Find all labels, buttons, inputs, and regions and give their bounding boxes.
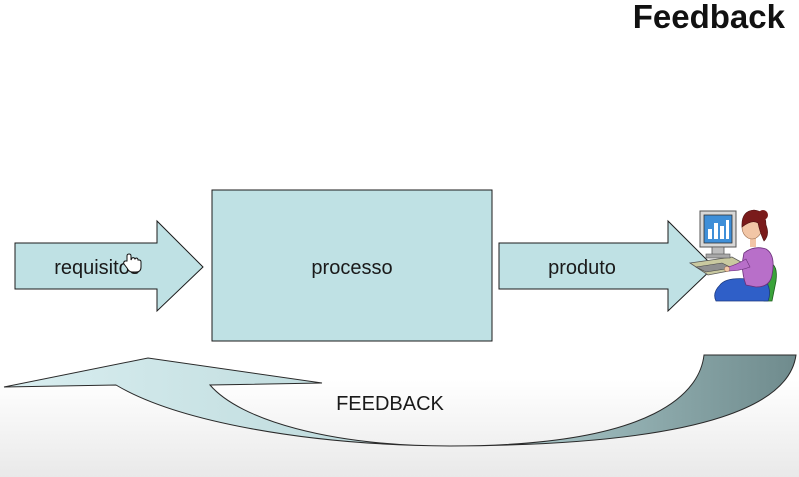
output-arrow: [498, 219, 715, 313]
slide-title: Feedback: [632, 0, 785, 35]
process-box: [211, 189, 493, 342]
process-label: processo: [311, 257, 392, 279]
hand-cursor-icon: [123, 253, 142, 273]
feedback-arrow: [3, 354, 797, 447]
input-arrow: [14, 219, 204, 313]
person-at-computer-icon: [688, 209, 777, 302]
feedback-label: FEEDBACK: [336, 393, 444, 415]
output-label: produto: [548, 257, 616, 279]
input-label: requisitos: [54, 257, 140, 279]
